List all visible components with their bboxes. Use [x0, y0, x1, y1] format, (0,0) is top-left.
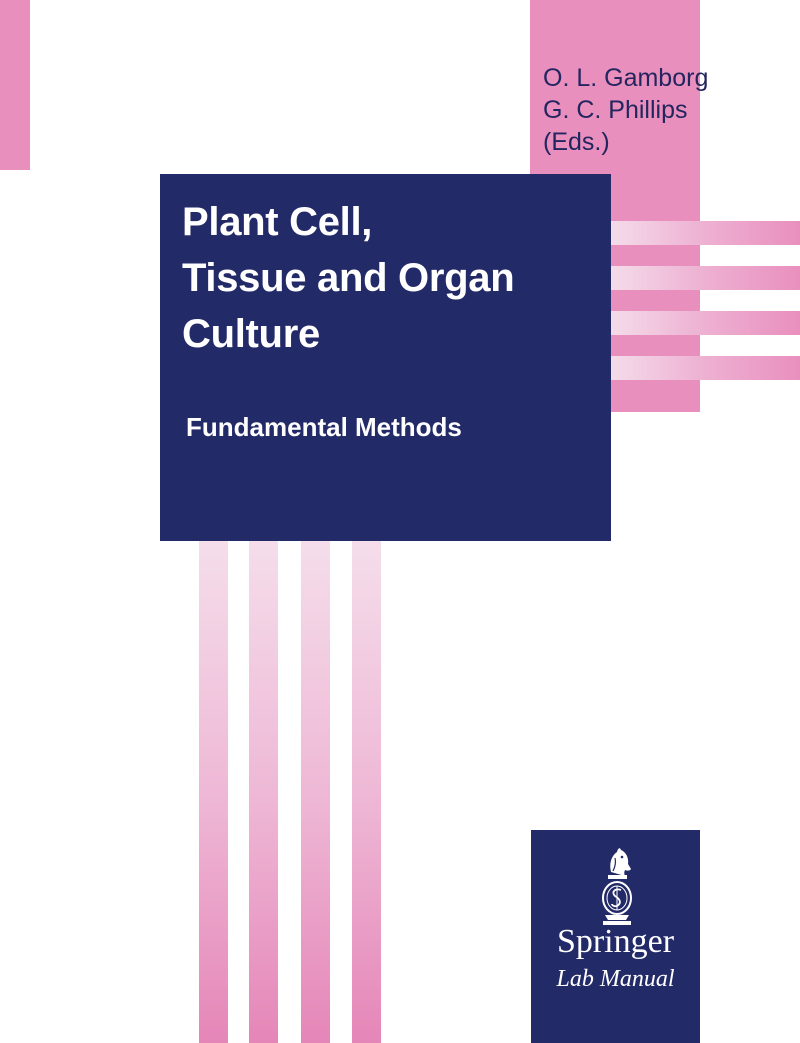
editors-label: (Eds.)	[543, 128, 610, 156]
horizontal-bar-4	[610, 356, 800, 380]
vertical-bar-3	[301, 504, 330, 1043]
horizontal-bar-1	[610, 221, 800, 245]
horizontal-bar-2	[610, 266, 800, 290]
publisher-name: Springer	[556, 923, 675, 960]
title-block: Plant Cell, Tissue and Organ Culture Fun…	[160, 174, 611, 541]
springer-chess-knight-icon	[602, 848, 632, 925]
book-title: Plant Cell, Tissue and Organ Culture	[182, 194, 515, 362]
title-line-1: Plant Cell,	[182, 200, 373, 244]
left-pink-strip	[0, 0, 30, 170]
editor-2: G. C. Phillips	[543, 96, 688, 124]
vertical-bar-2	[249, 504, 278, 1043]
publisher-logo-box: Springer Lab Manual	[531, 830, 700, 1043]
vertical-bar-4	[352, 504, 381, 1043]
editor-1: O. L. Gamborg	[543, 64, 709, 92]
vertical-bar-1	[199, 504, 228, 1043]
editors-block: O. L. Gamborg G. C. Phillips (Eds.)	[543, 62, 708, 158]
horizontal-bar-3	[610, 311, 800, 335]
book-subtitle: Fundamental Methods	[186, 412, 462, 442]
series-name: Lab Manual	[556, 966, 675, 992]
title-line-3: Culture	[182, 312, 320, 356]
title-line-2: Tissue and Organ	[182, 256, 515, 300]
